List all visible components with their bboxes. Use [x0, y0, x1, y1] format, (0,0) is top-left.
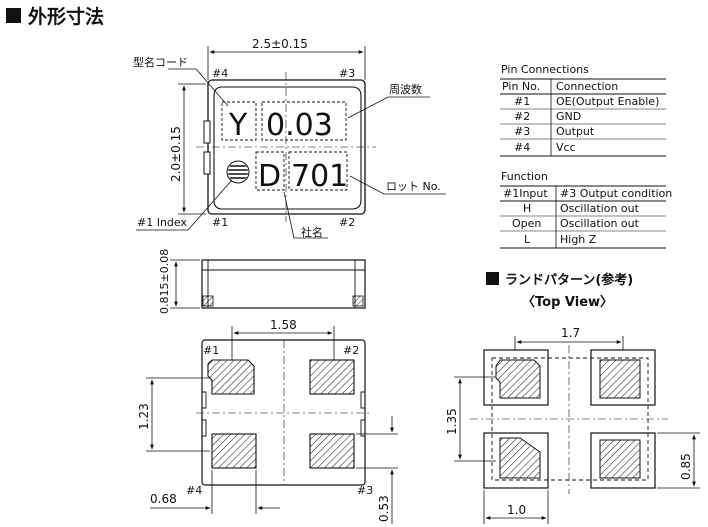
package-top-view: 2.5±0.15 2.0±0.15 Y 0.03 D 701: [133, 37, 446, 239]
land-title: ランドパターン(参考): [505, 272, 633, 288]
pin-table-row1-conn: OE(Output Enable): [556, 95, 659, 108]
package-height-dim: 2.0±0.15: [169, 126, 183, 182]
marking-lot: 701: [291, 159, 348, 194]
func-table-row2-out: Oscillation out: [560, 217, 640, 230]
land-pitch-y-dim: 1.35: [445, 408, 459, 435]
label-index: #1 Index: [137, 216, 187, 229]
pin-table-row2-pin: #2: [514, 110, 530, 123]
land-pad-width-dim: 1.0: [507, 503, 526, 517]
land-pattern: ランドパターン(参考) 〈Top View〉 1.7 1.35 0.85: [445, 272, 700, 524]
function-table: Function #1Input #3 Output condition H O…: [500, 170, 672, 249]
package-width-dim: 2.5±0.15: [252, 37, 308, 51]
bottom-pin4-label: #4: [186, 484, 202, 497]
side-height-dim: 0.815±0.08: [158, 249, 171, 314]
land-pad-height-dim: 0.85: [679, 453, 693, 480]
top-pin3-label: #3: [339, 67, 355, 80]
bottom-pin3-label: #3: [357, 484, 373, 497]
page-title: 外形寸法: [28, 5, 104, 28]
func-table-row3-in: L: [524, 233, 531, 246]
pin-connections-table: Pin Connections Pin No. Connection #1 OE…: [500, 63, 666, 157]
bottom-pad-height-dim: 0.53: [377, 495, 391, 522]
land-pitch-x-dim: 1.7: [561, 326, 580, 340]
pin-table-header-pin: Pin No.: [502, 80, 540, 93]
land-title-bullet: [486, 272, 499, 285]
marking-company: D: [258, 159, 281, 194]
pin-table-row1-pin: #1: [514, 95, 530, 108]
pin-table-row4-pin: #4: [514, 141, 530, 154]
label-company: 社名: [301, 225, 323, 239]
pin-table-header-connection: Connection: [556, 80, 618, 93]
land-subtitle: 〈Top View〉: [522, 294, 613, 310]
package-bottom-view: 1.58 1.23 0.68 0.53 #1 #: [137, 318, 398, 524]
bottom-pad-width-dim: 0.68: [150, 492, 177, 506]
top-pin2-label: #2: [339, 216, 355, 229]
func-table-row2-in: Open: [512, 217, 541, 230]
bottom-pitch-x-dim: 1.58: [270, 318, 297, 332]
marking-frequency: 0.03: [266, 108, 333, 143]
bottom-pitch-y-dim: 1.23: [137, 403, 151, 430]
bottom-pin1-label: #1: [203, 344, 219, 357]
package-side-view: 0.815±0.08: [158, 249, 366, 314]
func-table-row3-out: High Z: [560, 233, 597, 246]
title-bullet: [6, 8, 21, 23]
top-pin4-label: #4: [212, 67, 228, 80]
pin-table-row3-conn: Output: [556, 125, 595, 138]
func-table-row1-in: H: [523, 202, 531, 215]
label-frequency: 周波数: [389, 83, 422, 96]
marking-model-code: Y: [228, 108, 248, 143]
label-lot-no: ロット No.: [386, 180, 441, 193]
label-model-code: 型名コード: [133, 55, 188, 69]
pin-table-row3-pin: #3: [514, 125, 530, 138]
func-table-caption: Function: [501, 170, 548, 183]
func-table-header-output: #3 Output condition: [560, 187, 672, 200]
bottom-pin2-label: #2: [343, 344, 359, 357]
pin-table-caption: Pin Connections: [501, 63, 589, 76]
func-table-header-input: #1Input: [503, 187, 548, 200]
func-table-row1-out: Oscillation out: [560, 202, 640, 215]
top-pin1-label: #1: [212, 216, 228, 229]
pin-table-row4-conn: Vcc: [556, 141, 576, 154]
pin-table-row2-conn: GND: [556, 110, 581, 123]
